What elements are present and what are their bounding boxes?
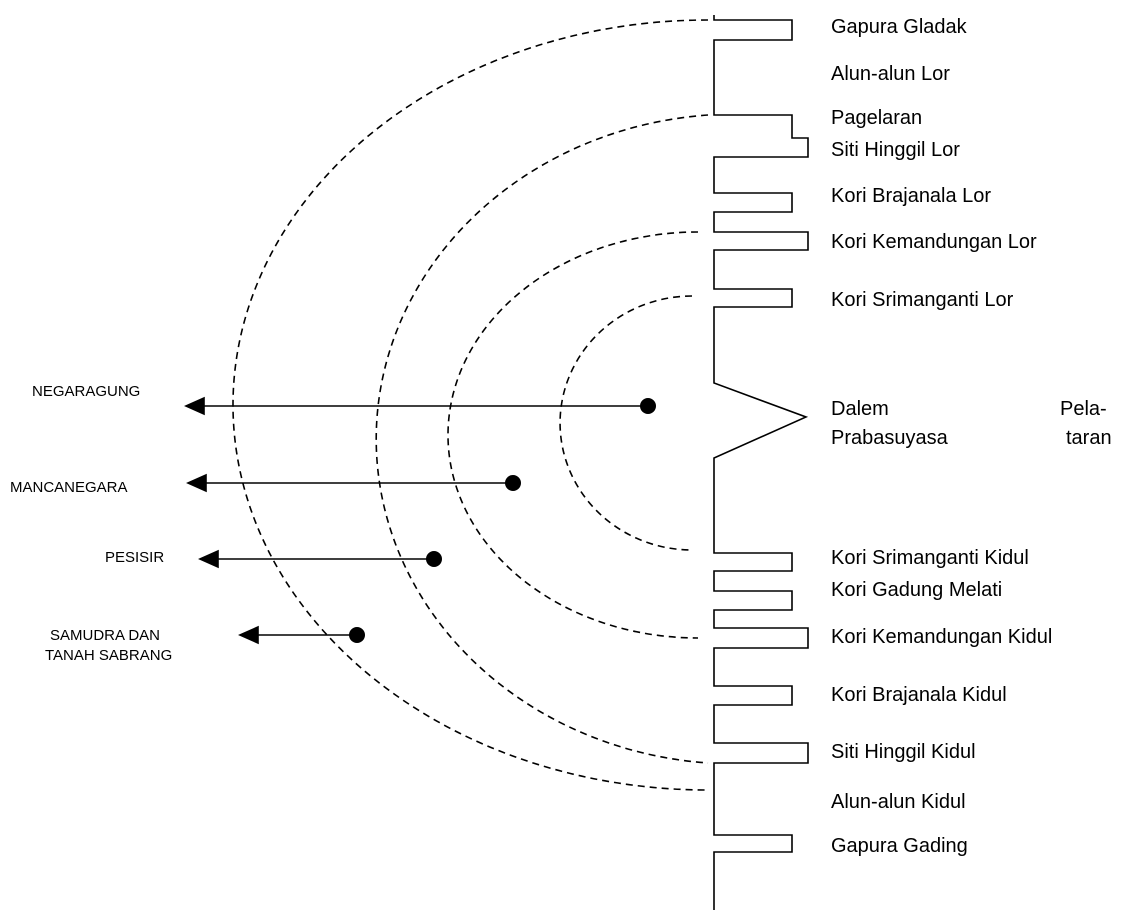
label-kori-kemandungan-lor: Kori Kemandungan Lor: [831, 231, 1037, 253]
label-pelataran-1: Pela-: [1060, 398, 1107, 420]
label-kori-srimanganti-lor: Kori Srimanganti Lor: [831, 289, 1014, 311]
ring-mancanegara: [447, 231, 699, 639]
arrow-negaragung: [184, 396, 656, 416]
zone-label-samudra-line1: SAMUDRA DAN: [50, 627, 161, 644]
label-gapura-gading: Gapura Gading: [831, 835, 968, 857]
arrow-left-icon: [238, 625, 259, 645]
label-pelataran-2: taran: [1066, 427, 1112, 449]
palace-axis-outline: [713, 15, 809, 910]
label-kori-srimanganti-kidul: Kori Srimanganti Kidul: [831, 547, 1029, 569]
concentric-rings: [232, 19, 709, 791]
label-kori-kemandungan-kidul: Kori Kemandungan Kidul: [831, 626, 1053, 648]
ring-samudra: [232, 19, 709, 791]
zone-label-mancanegara: MANCANEGARA: [10, 479, 128, 496]
arrow-pesisir: [198, 549, 442, 569]
label-pagelaran: Pagelaran: [831, 107, 923, 129]
arrow-left-icon: [184, 396, 205, 416]
label-gapura-gladak: Gapura Gladak: [831, 16, 967, 38]
arrow-mancanegara: [186, 473, 521, 493]
label-siti-hinggil-lor: Siti Hinggil Lor: [831, 139, 960, 161]
label-dalem: Dalem: [831, 398, 889, 420]
label-siti-hinggil-kidul: Siti Hinggil Kidul: [831, 741, 976, 763]
ring-negaragung: [559, 295, 693, 551]
arrow-samudra: [238, 625, 365, 645]
dot-icon: [505, 475, 521, 491]
arrow-left-icon: [198, 549, 219, 569]
dot-icon: [349, 627, 365, 643]
label-alun-alun-kidul: Alun-alun Kidul: [831, 791, 966, 813]
label-kori-gadung-melati: Kori Gadung Melati: [831, 579, 1003, 601]
label-kori-brajanala-lor: Kori Brajanala Lor: [831, 185, 992, 207]
zone-label-pesisir: PESISIR: [105, 549, 165, 566]
zone-label-samudra-line2: TANAH SABRANG: [45, 647, 173, 664]
label-kori-brajanala-kidul: Kori Brajanala Kidul: [831, 684, 1007, 706]
dot-icon: [426, 551, 442, 567]
label-prabasuyasa: Prabasuyasa: [831, 427, 948, 449]
arrow-left-icon: [186, 473, 207, 493]
dot-icon: [640, 398, 656, 414]
zone-label-negaragung: NEGARAGUNG: [32, 383, 141, 400]
ring-pesisir: [375, 114, 709, 764]
label-alun-alun-lor: Alun-alun Lor: [831, 63, 950, 85]
zone-arrows: [184, 396, 656, 645]
